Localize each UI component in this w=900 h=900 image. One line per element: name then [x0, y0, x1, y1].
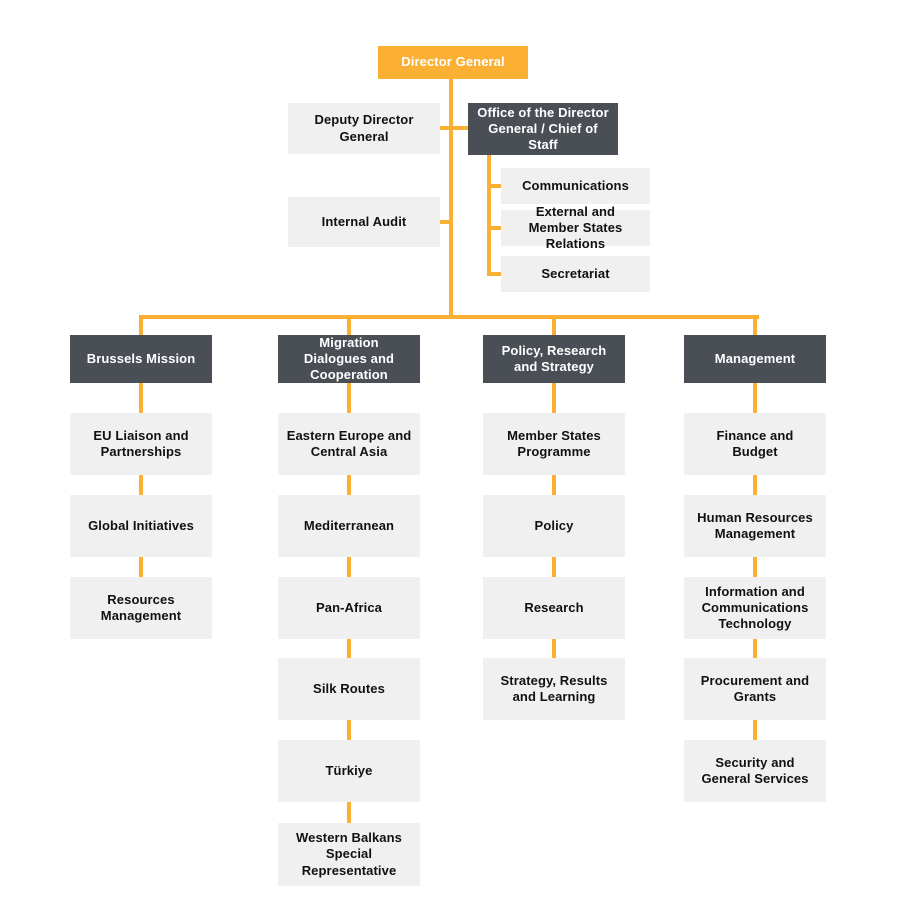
- node-human-resources-management: Human Resources Management: [684, 495, 826, 557]
- node-external-and-member-states-relations: External and Member States Relations: [501, 204, 650, 251]
- connector-col1-seg3: [139, 557, 143, 577]
- connector-col3-seg3: [552, 557, 556, 577]
- connector-deputy: [440, 126, 468, 130]
- connector-col3-seg1: [552, 383, 556, 413]
- node-member-states-programme: Member States Programme: [483, 413, 625, 475]
- connector-col4-seg5: [753, 720, 757, 740]
- node-eastern-europe-and-central-asia: Eastern Europe and Central Asia: [278, 413, 420, 475]
- connector-internal-audit: [440, 220, 453, 224]
- node-resources-management: Resources Management: [70, 577, 212, 639]
- node-research: Research: [483, 577, 625, 639]
- connector-col2-seg5: [347, 720, 351, 740]
- connector-col2-seg1: [347, 383, 351, 413]
- connector-col2-seg2: [347, 475, 351, 495]
- node-header-brussels-mission: Brussels Mission: [70, 335, 212, 383]
- node-policy: Policy: [483, 495, 625, 557]
- node-finance-and-budget: Finance and Budget: [684, 413, 826, 475]
- connector-drop-division-3: [552, 319, 556, 335]
- connector-office-communications: [487, 184, 501, 188]
- connector-root-trunk: [449, 79, 453, 319]
- connector-col2-seg3: [347, 557, 351, 577]
- node-header-policy-research-and-strategy: Policy, Research and Strategy: [483, 335, 625, 383]
- node-western-balkans-special-representative: Western Balkans Special Representative: [278, 823, 420, 886]
- node-mediterranean: Mediterranean: [278, 495, 420, 557]
- connector-office-external: [487, 226, 501, 230]
- connector-col1-seg2: [139, 475, 143, 495]
- node-turkiye: Türkiye: [278, 740, 420, 802]
- node-procurement-and-grants: Procurement and Grants: [684, 658, 826, 720]
- node-secretariat: Secretariat: [501, 256, 650, 292]
- node-communications: Communications: [501, 168, 650, 204]
- node-strategy-results-and-learning: Strategy, Results and Learning: [483, 658, 625, 720]
- connector-col2-seg4: [347, 639, 351, 658]
- connector-col2-seg6: [347, 802, 351, 823]
- connector-col4-seg4: [753, 639, 757, 658]
- connector-col3-seg4: [552, 639, 556, 658]
- connector-drop-division-4: [753, 319, 757, 335]
- node-silk-routes: Silk Routes: [278, 658, 420, 720]
- connector-drop-division-1: [139, 319, 143, 335]
- connector-col3-seg2: [552, 475, 556, 495]
- node-internal-audit: Internal Audit: [288, 197, 440, 247]
- connector-office-secretariat: [487, 272, 501, 276]
- node-deputy-director-general: Deputy Director General: [288, 103, 440, 154]
- node-information-and-communications-technology: Information and Communications Technolog…: [684, 577, 826, 639]
- connector-office-trunk: [487, 155, 491, 276]
- node-global-initiatives: Global Initiatives: [70, 495, 212, 557]
- connector-col1-seg1: [139, 383, 143, 413]
- node-security-and-general-services: Security and General Services: [684, 740, 826, 802]
- connector-main-horizontal: [139, 315, 759, 319]
- connector-col4-seg1: [753, 383, 757, 413]
- connector-drop-division-2: [347, 319, 351, 335]
- connector-col4-seg3: [753, 557, 757, 577]
- node-header-migration-dialogues-and-cooperation: Migration Dialogues and Cooperation: [278, 335, 420, 383]
- node-eu-liaison-and-partnerships: EU Liaison and Partnerships: [70, 413, 212, 475]
- node-office-of-director-general: Office of the Director General / Chief o…: [468, 103, 618, 155]
- node-pan-africa: Pan-Africa: [278, 577, 420, 639]
- node-director-general: Director General: [378, 46, 528, 79]
- connector-col4-seg2: [753, 475, 757, 495]
- node-header-management: Management: [684, 335, 826, 383]
